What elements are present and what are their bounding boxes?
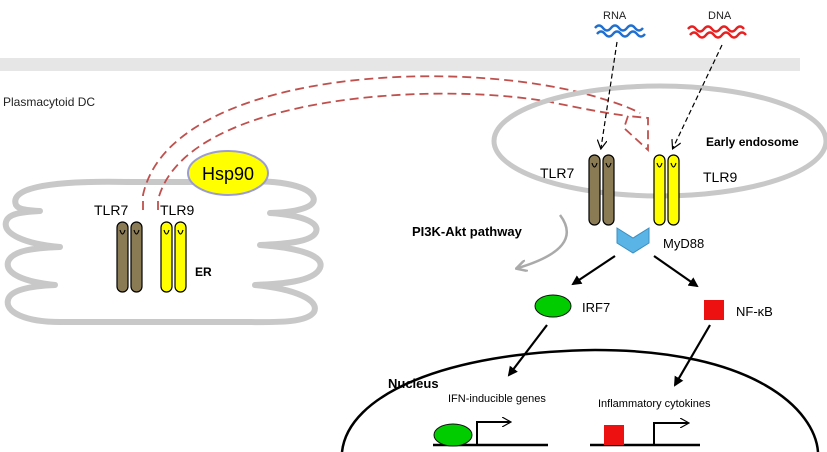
er-membrane: [2, 178, 324, 326]
er-tlr7-label: TLR7: [94, 202, 128, 218]
pi3k-akt-arrow: [518, 214, 568, 268]
endosome-tlr7-label: TLR7: [540, 165, 574, 181]
er-label: ER: [195, 265, 212, 279]
trafficking-arrows: [142, 75, 649, 210]
rna-entry-arrow: [601, 41, 618, 148]
rna-label: RNA: [603, 10, 627, 22]
myd88-to-irf7-arrow: [571, 255, 616, 286]
endosome-label: Early endosome: [706, 135, 799, 149]
cytokine-gene-tss-arrow: [653, 423, 688, 445]
nucleus-label: Nucleus: [388, 376, 439, 391]
nfkb: [704, 300, 724, 320]
hsp90-label: Hsp90: [202, 164, 254, 184]
irf7-label: IRF7: [582, 300, 610, 315]
cytokines-label: Inflammatory cytokines: [598, 398, 711, 410]
myd88-label: MyD88: [663, 236, 704, 251]
endosome-tlr9-label: TLR9: [703, 169, 737, 185]
dna-entry-arrow: [673, 44, 723, 148]
ifn-genes-label: IFN-inducible genes: [448, 393, 546, 405]
ifn-gene-irf7: [433, 423, 473, 447]
irf7: [534, 294, 572, 318]
endosome-tlr7-receptor: [588, 154, 615, 226]
cytokine-gene-nfkb: [604, 425, 624, 445]
nfkb-label: NF-κB: [736, 304, 773, 319]
cell-label: Plasmacytoid DC: [3, 95, 95, 109]
endosome-tlr9-receptor: [653, 154, 680, 226]
irf7-nuclear-arrow: [507, 324, 548, 377]
dna-label: DNA: [708, 10, 732, 22]
myd88-adaptor: [616, 227, 650, 254]
dna-strand: [687, 25, 747, 39]
myd88-to-nfkb-arrow: [653, 255, 699, 288]
plasma-membrane: [0, 58, 800, 71]
hsp90: [187, 150, 269, 196]
pi3k-akt-label: PI3K-Akt pathway: [412, 224, 523, 239]
nucleus-envelope: [340, 348, 820, 452]
er-tlr7-receptor: [116, 221, 143, 293]
ifn-gene-tss-arrow: [476, 422, 510, 445]
rna-strand: [594, 24, 646, 38]
er-tlr9-receptor: [160, 221, 187, 293]
nfkb-nuclear-arrow: [673, 324, 711, 387]
er-tlr9-label: TLR9: [160, 202, 194, 218]
